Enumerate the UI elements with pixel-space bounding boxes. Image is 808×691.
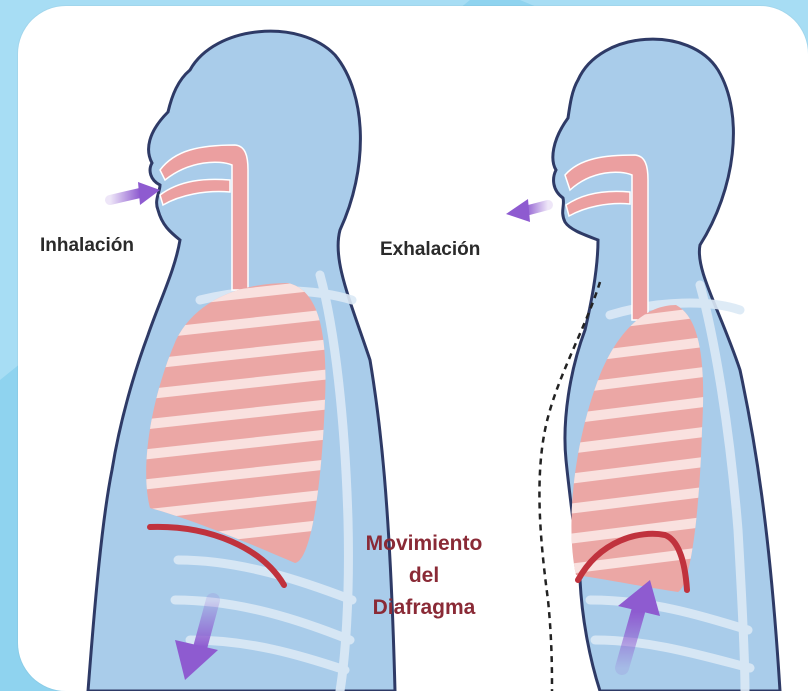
exhalation-label: Exhalación [380, 239, 480, 261]
diagram-card: Inhalación Exhalación Movimiento del Dia… [18, 6, 808, 691]
diaphragm-label-line-1: Movimiento [334, 528, 514, 560]
inhalation-label: Inhalación [40, 235, 134, 257]
diaphragm-label-line-2: del [334, 560, 514, 592]
exhalation-arrow-icon [506, 199, 548, 222]
inhalation-arrow-icon [110, 182, 160, 205]
exhalation-figure [506, 39, 780, 691]
diaphragm-label-line-3: Diafragma [334, 592, 514, 624]
diaphragm-movement-label: Movimiento del Diafragma [334, 528, 514, 624]
